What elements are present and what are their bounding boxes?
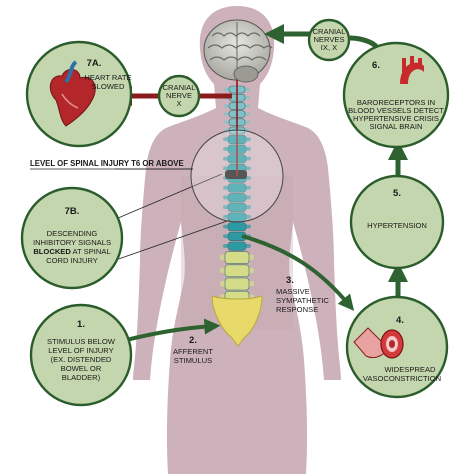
step-3-line1: MASSIVE [276, 287, 310, 296]
cranial-x-line3: X [176, 99, 181, 108]
step-1-line3: (EX. DISTENDED [51, 355, 112, 364]
step-7b-circle: 7B. DESCENDING INHIBITORY SIGNALS BLOCKE… [20, 186, 124, 290]
step-6-number: 6. [372, 60, 380, 71]
step-7b-blocked: BLOCKED [33, 247, 71, 256]
step-3-number: 3. [286, 275, 294, 286]
vertebra [224, 264, 250, 278]
level-of-injury-text: LEVEL OF SPINAL INJURY T6 OR ABOVE [30, 159, 184, 168]
vertebra [227, 183, 247, 193]
vertebra [227, 212, 247, 222]
step-3-label: 3. MASSIVE SYMPATHETIC RESPONSE [276, 275, 329, 314]
step-4-line2: VASOCONSTRICTION [363, 374, 441, 383]
step-2-line2: STIMULUS [174, 356, 212, 365]
step-4-line1: WIDESPREAD [384, 365, 436, 374]
cranial-ix-x-line3: IX, X [321, 43, 337, 52]
step-7a-line1: HEART RATE [84, 73, 131, 82]
step-4-number: 4. [396, 315, 404, 326]
step-3-line2: SYMPATHETIC [276, 296, 329, 305]
heart-icon [49, 60, 96, 127]
vertebra [227, 222, 247, 232]
step-6-circle: 6. BARORECEPTORS IN BLOOD VESSELS DETECT… [342, 41, 450, 149]
step-7b-line2: INHIBITORY SIGNALS [33, 238, 111, 247]
step-2-number: 2. [189, 335, 197, 346]
vertebra [227, 241, 247, 251]
vertebra [227, 202, 247, 212]
step-1-line1: STIMULUS BELOW [47, 337, 116, 346]
step-7b-line4: CORD INJURY [46, 256, 98, 265]
blood-vessel-icon [400, 56, 424, 84]
step-1-line2: LEVEL OF INJURY [48, 346, 113, 355]
step-6-line2: BLOOD VESSELS DETECT [348, 106, 444, 115]
step-6-line3: HYPERTENSIVE CRISIS [353, 114, 439, 123]
step-7a-line2: SLOWED [92, 82, 125, 91]
step-7b-line3: BLOCKED AT SPINAL [33, 247, 110, 256]
step-4-circle: 4. WIDESPREAD VASOCONSTRICTION [345, 295, 449, 399]
step-2-line1: AFFERENT [173, 347, 213, 356]
level-of-injury-label: LEVEL OF SPINAL INJURY T6 OR ABOVE [30, 159, 193, 170]
step-5-number: 5. [393, 188, 401, 199]
arrow-3-sympathetic [241, 234, 355, 311]
cranial-nerve-x-circle: CRANIAL NERVE X [157, 74, 201, 118]
step-2-label: 2. AFFERENT STIMULUS [173, 335, 213, 365]
step-1-line5: BLADDER) [62, 373, 101, 382]
step-1-circle: 1. STIMULUS BELOW LEVEL OF INJURY (EX. D… [29, 303, 133, 407]
step-7b-number: 7B. [65, 206, 80, 217]
step-7a-circle: 7A. HEART RATE SLOWED [25, 40, 133, 148]
cranial-nerves-ix-x-circle: CRANIAL NERVES IX, X [307, 18, 351, 62]
vertebra [224, 277, 250, 291]
step-7b-line1: DESCENDING [47, 229, 98, 238]
step-6-line1: BARORECEPTORS IN [357, 98, 435, 107]
brain [203, 19, 273, 83]
step-1-number: 1. [77, 319, 85, 330]
step-6-line4: SIGNAL BRAIN [370, 122, 423, 131]
step-1-line4: BOWEL OR [61, 364, 102, 373]
cranial-ix-x-line2: NERVES [313, 35, 344, 44]
cranial-x-line2: NERVE [166, 91, 192, 100]
cranial-ix-x-line1: CRANIAL [313, 27, 346, 36]
cranial-x-line1: CRANIAL [163, 83, 196, 92]
step-7b-line3-rest: AT SPINAL [71, 247, 111, 256]
vertebra [227, 193, 247, 203]
spinal-injury-marker [225, 170, 247, 179]
step-5-line1: HYPERTENSION [367, 221, 427, 230]
step-7a-number: 7A. [87, 58, 102, 69]
step-3-line3: RESPONSE [276, 305, 318, 314]
step-5-circle: 5. HYPERTENSION [349, 174, 445, 270]
constricted-vessel-icon [353, 327, 404, 359]
vertebra [224, 251, 250, 264]
